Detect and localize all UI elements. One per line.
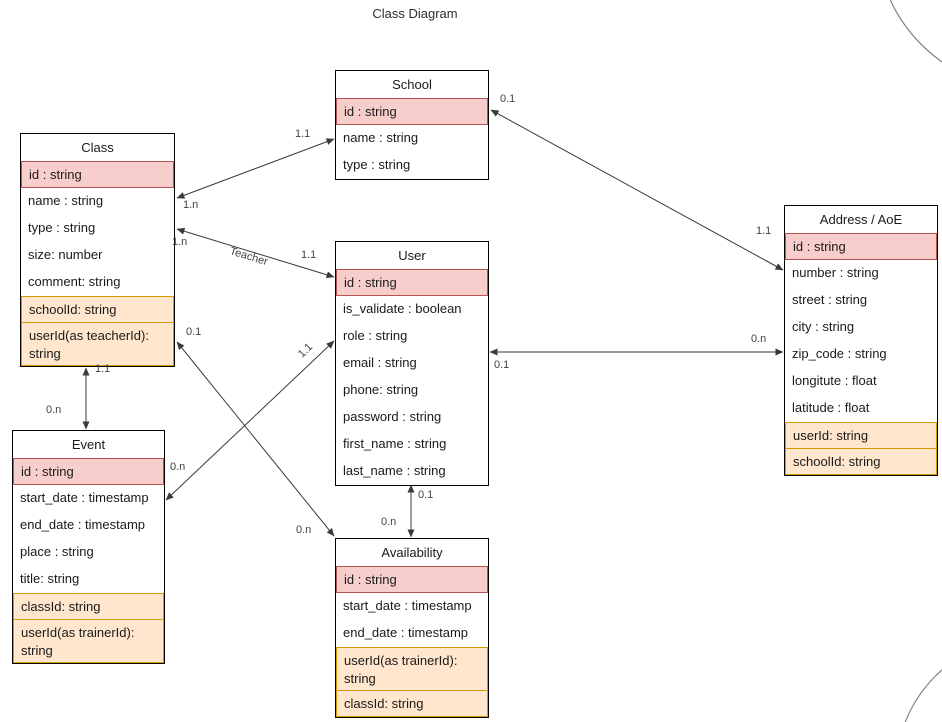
field-row: classId: string bbox=[336, 690, 488, 717]
field-row: id : string bbox=[21, 161, 174, 188]
field-row: type : string bbox=[343, 157, 411, 172]
field-row: id : string bbox=[336, 566, 488, 593]
multiplicity-label: 1.1 bbox=[301, 249, 317, 261]
connector-class-user-teacher[interactable] bbox=[176, 227, 335, 279]
field-row: id : string bbox=[785, 233, 937, 260]
entity-class[interactable]: Class id : string name : string type : s… bbox=[20, 133, 175, 367]
field-row: start_date : timestamp bbox=[20, 490, 149, 505]
multiplicity-label: 1.1 bbox=[756, 225, 772, 237]
field-row: place : string bbox=[20, 544, 94, 559]
connector-event-user[interactable] bbox=[165, 340, 335, 501]
multiplicity-label: 0.1 bbox=[494, 359, 510, 371]
multiplicity-label: 0.n bbox=[381, 516, 397, 528]
field-row: comment: string bbox=[28, 274, 121, 289]
field-row: id : string bbox=[336, 98, 488, 125]
field-row: id : string bbox=[13, 458, 164, 485]
field-row: start_date : timestamp bbox=[343, 598, 472, 613]
field-row: city : string bbox=[792, 319, 855, 334]
field-row: name : string bbox=[28, 193, 104, 208]
field-row: classId: string bbox=[13, 593, 164, 620]
field-row: number : string bbox=[792, 265, 879, 280]
multiplicity-label: 0.1 bbox=[418, 489, 434, 501]
multiplicity-label: 0.n bbox=[170, 461, 186, 473]
multiplicity-label: 1.n bbox=[183, 199, 199, 211]
multiplicity-label: 0.n bbox=[46, 404, 62, 416]
field-row: size: number bbox=[28, 247, 103, 262]
multiplicity-label: 1.1 bbox=[295, 128, 311, 140]
entity-title: User bbox=[398, 248, 426, 263]
field-row: first_name : string bbox=[343, 436, 447, 451]
field-row: name : string bbox=[343, 130, 419, 145]
connector-school-address[interactable] bbox=[490, 109, 784, 271]
multiplicity-label: 0.n bbox=[296, 524, 312, 536]
multiplicity-label: 1.1 bbox=[95, 363, 111, 375]
field-row: userId(as trainerId): string bbox=[13, 619, 164, 663]
field-row: userId: string bbox=[785, 422, 937, 449]
entity-availability[interactable]: Availability id : string start_date : ti… bbox=[335, 538, 489, 718]
multiplicity-label: 0.1 bbox=[186, 326, 202, 338]
field-row: userId(as teacherId): string bbox=[21, 322, 174, 366]
field-row: latitude : float bbox=[792, 400, 870, 415]
diagram-title: Class Diagram bbox=[372, 6, 458, 21]
field-row: email : string bbox=[343, 355, 417, 370]
decorative-arc-bottom-right bbox=[904, 669, 942, 722]
entity-title: Class bbox=[81, 140, 114, 155]
field-row: password : string bbox=[343, 409, 442, 424]
multiplicity-label: 0.1 bbox=[500, 93, 516, 105]
field-row: phone: string bbox=[343, 382, 419, 397]
field-row: street : string bbox=[792, 292, 868, 307]
field-row: type : string bbox=[28, 220, 96, 235]
entity-title: School bbox=[392, 77, 432, 92]
field-row: is_validate : boolean bbox=[343, 301, 462, 316]
entity-event[interactable]: Event id : string start_date : timestamp… bbox=[12, 430, 165, 664]
multiplicity-label: 0.n bbox=[751, 333, 767, 345]
field-row: schoolId: string bbox=[785, 448, 937, 475]
field-row: end_date : timestamp bbox=[20, 517, 146, 532]
entity-school[interactable]: School id : string name : string type : … bbox=[335, 70, 489, 180]
entity-title: Availability bbox=[381, 545, 443, 560]
entity-title: Address / AoE bbox=[819, 212, 903, 227]
field-row: end_date : timestamp bbox=[343, 625, 469, 640]
field-row: id : string bbox=[336, 269, 488, 296]
field-row: userId(as trainerId): string bbox=[336, 647, 488, 691]
field-row: last_name : string bbox=[343, 463, 446, 478]
connector-class-school[interactable] bbox=[176, 138, 335, 199]
field-row: title: string bbox=[20, 571, 80, 586]
field-row: schoolId: string bbox=[21, 296, 174, 323]
decorative-arc-top-right bbox=[889, 0, 942, 63]
connector-class-availability[interactable] bbox=[176, 341, 335, 537]
field-row: longitute : float bbox=[792, 373, 877, 388]
field-row: role : string bbox=[343, 328, 408, 343]
entity-address[interactable]: Address / AoE id : string number : strin… bbox=[784, 205, 938, 476]
entity-title: Event bbox=[71, 437, 106, 452]
field-row: zip_code : string bbox=[792, 346, 887, 361]
entity-user[interactable]: User id : string is_validate : boolean r… bbox=[335, 241, 489, 486]
multiplicity-label: 1.n bbox=[172, 236, 188, 248]
